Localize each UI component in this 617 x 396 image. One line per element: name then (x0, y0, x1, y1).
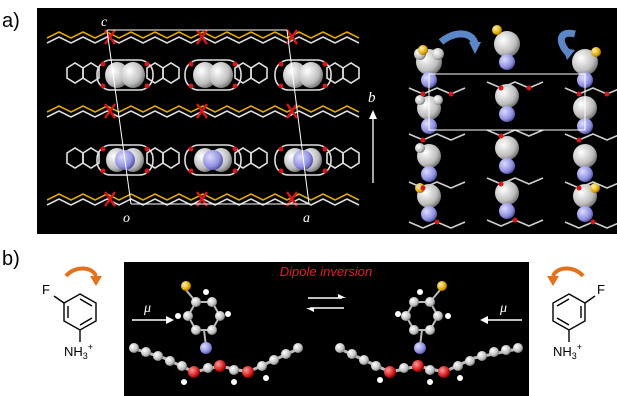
panel-b-label: b) (2, 248, 20, 270)
panel-a-label: a) (2, 10, 20, 32)
crystal-structure-figure: c o a b (46, 15, 617, 229)
dipole-arrow-left (132, 316, 174, 324)
left-fluorine-label: F (42, 282, 50, 297)
axis-a-label: a (303, 211, 310, 226)
left-crown-chain (129, 343, 303, 385)
crown-ether-oxygens (420, 85, 610, 225)
cation-stack-columns (414, 25, 601, 222)
left-fluorine-atom (181, 281, 191, 291)
axis-b-arrow (369, 110, 377, 183)
panel-a-image: c o a b (37, 8, 617, 234)
dipole-arrow-right (480, 316, 522, 324)
crown-ether-rows (66, 59, 360, 176)
dipole-mu-right: μ (499, 301, 507, 316)
axis-b-label: b (368, 90, 376, 106)
left-fluoroanilinium-structure: F NH3+ (42, 266, 102, 361)
left-rotation-arrow (64, 266, 102, 286)
left-amine-label: NH3+ (64, 342, 93, 361)
layer-rows (46, 31, 360, 206)
unit-cell-projection (428, 73, 586, 131)
right-rotation-arrow (547, 266, 585, 286)
left-benzene-ring (53, 293, 97, 342)
right-crown-chain (335, 343, 523, 385)
dipole-mu-left: μ (143, 301, 151, 316)
equilibrium-arrows (306, 294, 346, 312)
dipole-inversion-title: Dipole inversion (280, 264, 373, 279)
cation-spheres-bottom-row (106, 148, 322, 172)
unit-cell-outline (106, 29, 310, 205)
panel-b-image: Dipole inversion (124, 262, 529, 396)
cation-spheres-top-row (105, 62, 323, 88)
rotation-arrow-right (557, 29, 576, 60)
right-nitrogen-atom (414, 342, 426, 354)
crown-oxygens (100, 61, 328, 174)
axis-o-label: o (123, 211, 130, 226)
rotation-arrow-left (438, 30, 481, 54)
left-nitrogen-atom (200, 342, 212, 354)
oxygen-marks (104, 29, 298, 207)
right-fluorine-label: F (597, 282, 605, 297)
right-amine-label: NH3+ (553, 342, 582, 361)
right-fluorine-atom (437, 281, 447, 291)
right-benzene-ring (552, 293, 596, 342)
dipole-inversion-figure: Dipole inversion (129, 264, 523, 385)
right-fluoroanilinium-structure: F NH3+ (547, 266, 605, 361)
axis-c-label: c (101, 15, 108, 30)
